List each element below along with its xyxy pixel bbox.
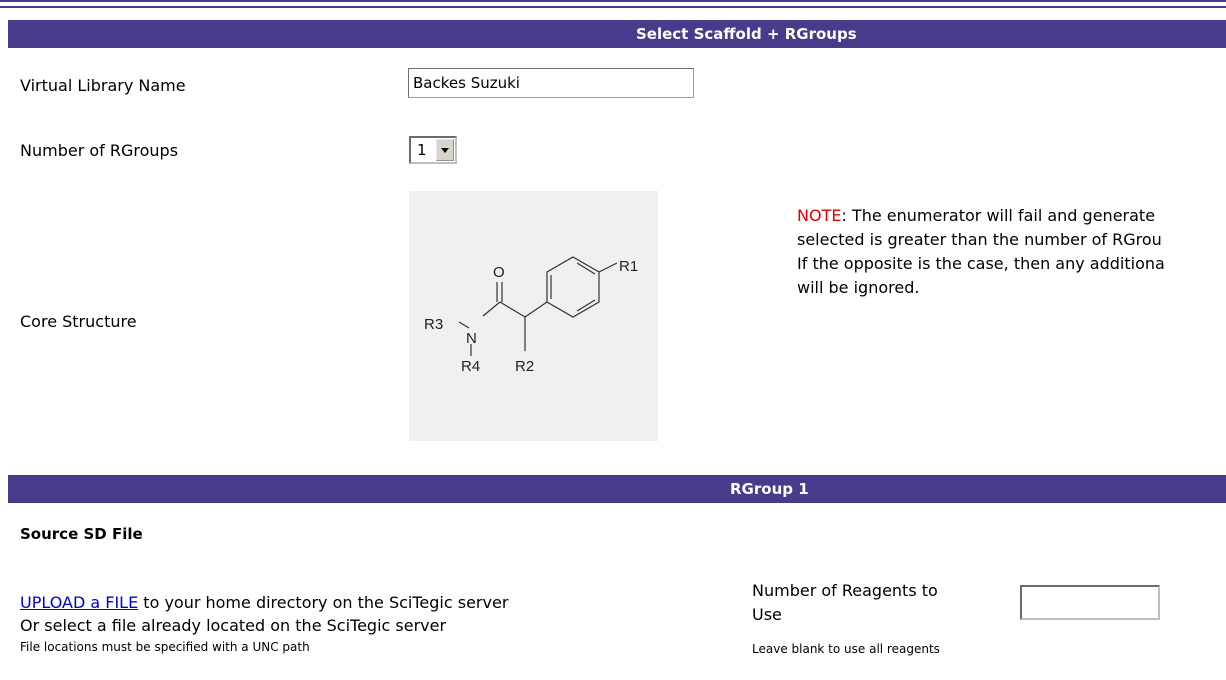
atom-r4-label: R4	[461, 358, 480, 375]
top-border	[0, 0, 1226, 2]
library-name-input[interactable]	[408, 68, 694, 98]
atom-r1-label: R1	[619, 258, 638, 275]
atom-r3-label: R3	[424, 316, 443, 333]
num-rgroups-selected-value: 1	[417, 141, 427, 159]
atom-r2-label: R2	[515, 358, 534, 375]
chevron-down-icon[interactable]	[436, 139, 454, 161]
unc-path-note: File locations must be specified with a …	[20, 640, 310, 654]
scaffold-section-header: Select Scaffold + RGroups	[8, 20, 1226, 48]
num-rgroups-label: Number of RGroups	[20, 141, 179, 160]
select-existing-file-text: Or select a file already located on the …	[20, 616, 447, 635]
reagents-label-line-1: Number of Reagents to	[752, 581, 938, 600]
library-name-label: Virtual Library Name	[20, 76, 186, 95]
note-line-1: : The enumerator will fail and generate	[841, 206, 1156, 225]
core-structure-label: Core Structure	[20, 312, 137, 331]
upload-file-link[interactable]: UPLOAD a FILE	[20, 593, 139, 612]
atom-n-label: N	[466, 330, 477, 347]
num-rgroups-select[interactable]: 1	[409, 136, 457, 164]
source-sd-file-heading: Source SD File	[20, 525, 143, 543]
top-divider	[0, 6, 1226, 8]
note-line-3: If the opposite is the case, then any ad…	[797, 254, 1165, 273]
scaffold-section-title: Select Scaffold + RGroups	[636, 25, 857, 43]
upload-line-rest: to your home directory on the SciTegic s…	[138, 593, 509, 612]
core-structure-image[interactable]: R1 O N R3 R4 R2	[409, 191, 658, 441]
reagents-hint: Leave blank to use all reagents	[752, 642, 940, 656]
reagents-label-line-2: Use	[752, 605, 782, 624]
note-line-2: selected is greater than the number of R…	[797, 230, 1162, 249]
enumerator-note: NOTE: The enumerator will fail and gener…	[797, 204, 1165, 300]
rgroup-section-title: RGroup 1	[730, 480, 809, 498]
note-label: NOTE	[797, 206, 842, 225]
atom-o-label: O	[493, 264, 505, 281]
reagents-count-input[interactable]	[1020, 585, 1160, 620]
core-structure-drawing: R1 O N R3 R4 R2	[424, 256, 638, 375]
note-line-4: will be ignored.	[797, 278, 920, 297]
rgroup-section-header: RGroup 1	[8, 475, 1226, 503]
upload-line: UPLOAD a FILE to your home directory on …	[20, 593, 508, 612]
